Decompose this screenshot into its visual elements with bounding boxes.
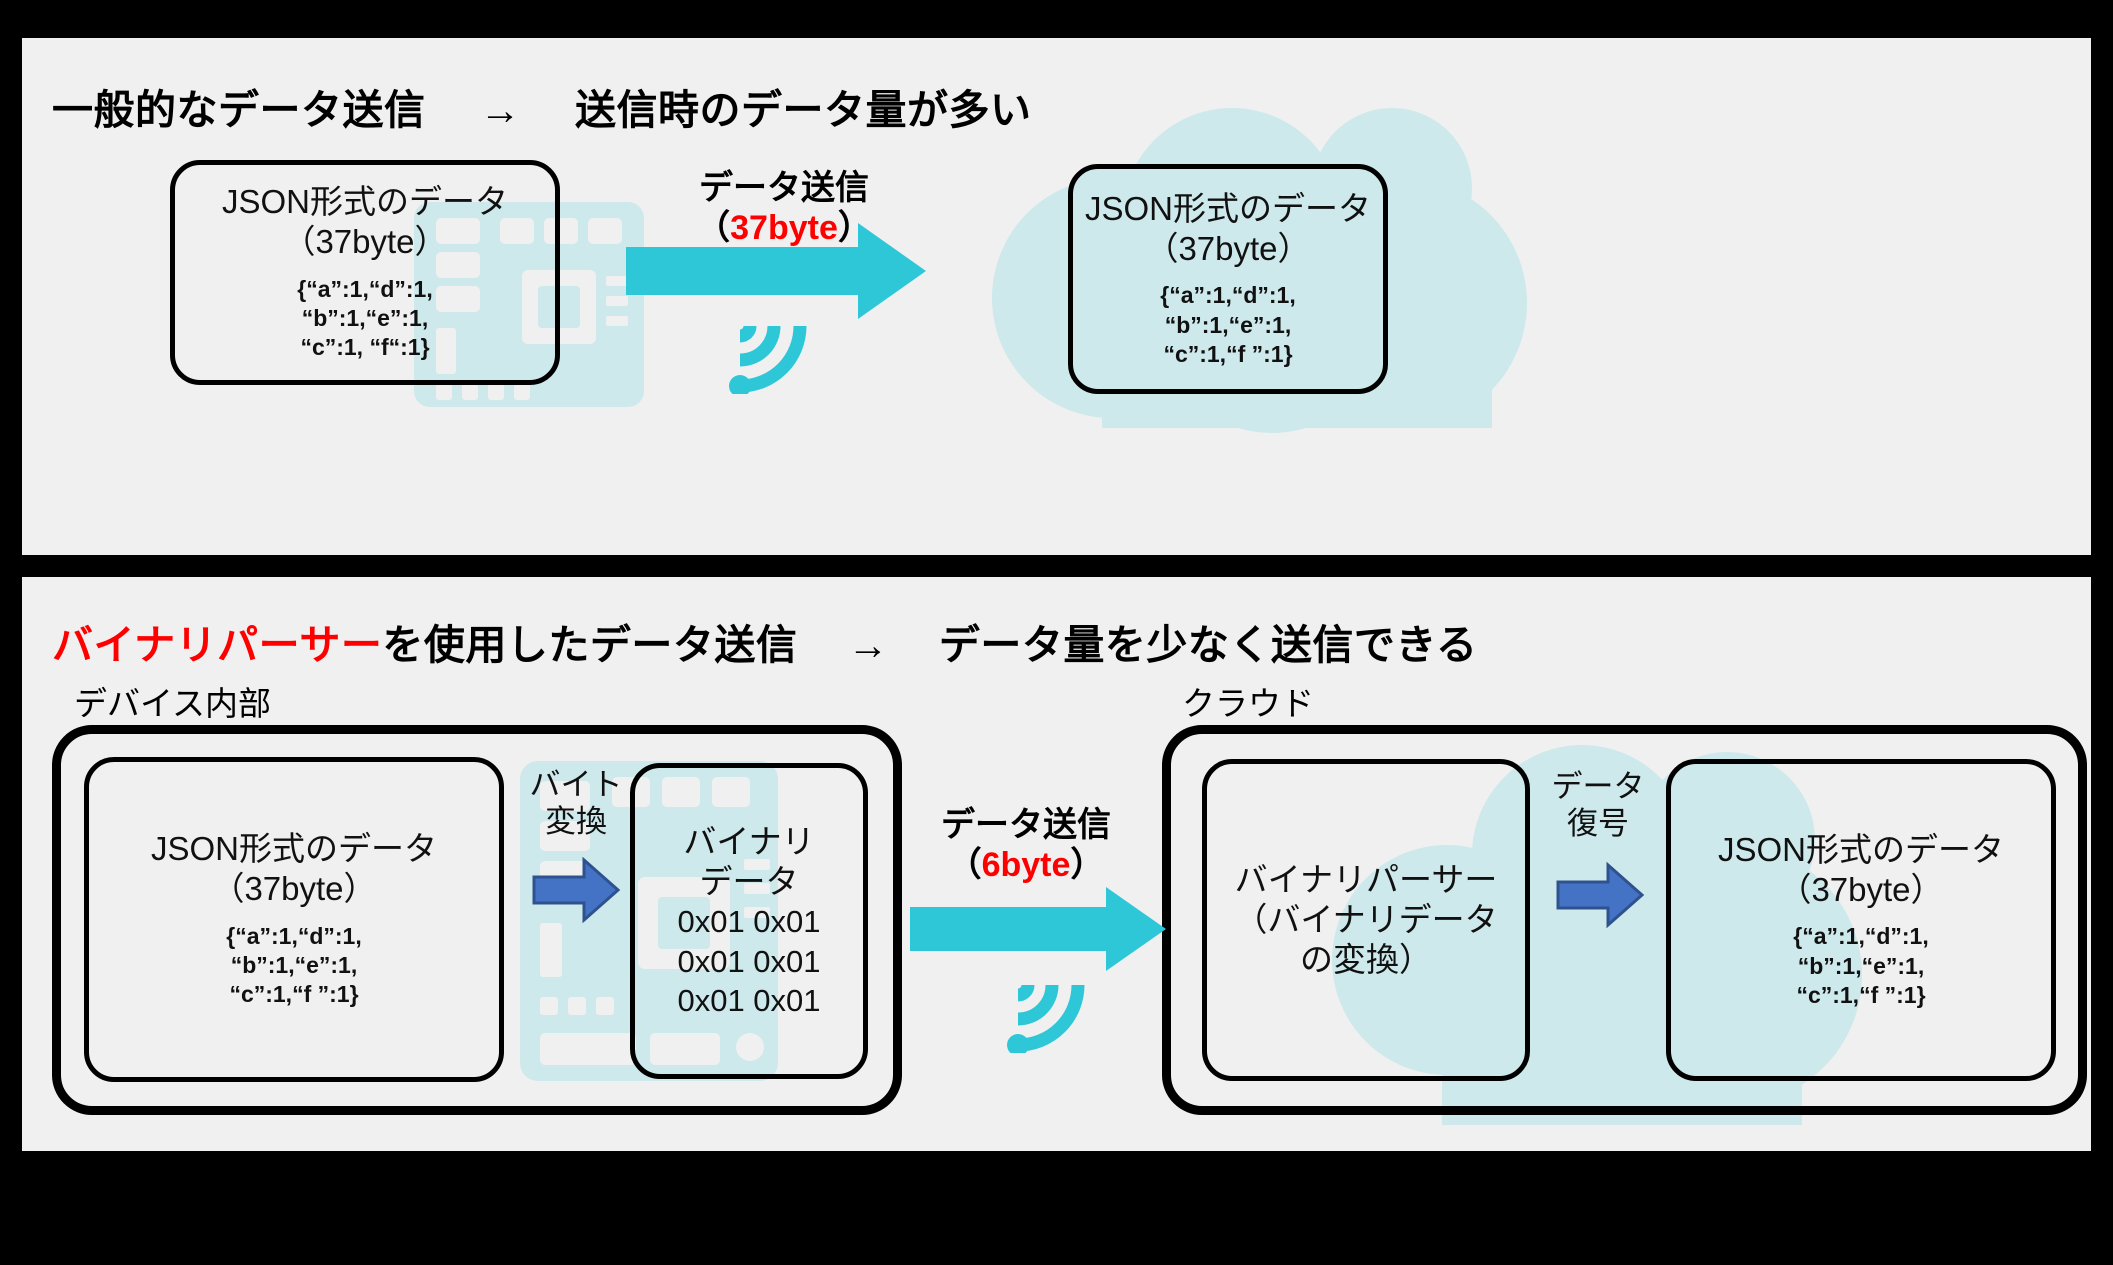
device-json-payload: {“a”:1,“d”:1, “b”:1,“e”:1, “c”:1,“f ”:1} (226, 922, 362, 1008)
device-group-label: デバイス内部 (74, 685, 272, 722)
top-title-part2: 送信時のデータ量が多い (575, 87, 1032, 133)
top-tx-label-value: 37byte (730, 209, 838, 248)
decode-blue-arrow-icon (1556, 862, 1644, 928)
source-json-payload: {“a”:1,“d”:1, “b”:1,“e”:1, “c”:1, “f“:1} (297, 275, 433, 361)
bottom-tx-label-value: 6byte (981, 846, 1071, 885)
binary-data-title: バイナリ データ (683, 822, 815, 900)
bottom-title-arrow: → (847, 622, 889, 668)
device-json-title: JSON形式のデータ （37byte） (150, 830, 437, 908)
bottom-wifi-signal-icon (1007, 984, 1085, 1053)
top-transmission-label: データ送信（37byte） (634, 168, 934, 248)
destination-json-payload: {“a”:1,“d”:1, “b”:1,“e”:1, “c”:1,“f ”:1} (1160, 282, 1296, 367)
source-json-title: JSON形式のデータ （37byte） (221, 183, 508, 261)
bottom-title-part1: バイナリパーサー (52, 622, 383, 668)
bottom-title-part2: を使用したデータ送信 (382, 622, 798, 668)
destination-json-title: JSON形式のデータ （37byte） (1084, 189, 1371, 267)
top-title-part1: 一般的なデータ送信 (52, 87, 426, 133)
binary-data-values: 0x01 0x01 0x01 0x01 0x01 0x01 (677, 904, 821, 1018)
top-section-title: 一般的なデータ送信 → 送信時のデータ量が多い (52, 76, 1032, 136)
destination-json-card: JSON形式のデータ （37byte） {“a”:1,“d”:1, “b”:1,… (1068, 164, 1388, 394)
bottom-title-part3: データ量を少なく送信できる (938, 622, 1478, 668)
top-title-arrow: → (479, 87, 521, 133)
device-container (52, 725, 902, 1115)
byte-convert-blue-arrow-icon (532, 857, 620, 923)
top-tx-label-prefix: データ送信（ (696, 169, 869, 248)
bottom-section-panel: バイナリパーサーを使用したデータ送信→データ量を少なく送信できる デバイス内部 … (22, 577, 2091, 1151)
bottom-section-title: バイナリパーサーを使用したデータ送信 → データ量を少なく送信できる (52, 611, 1478, 671)
binary-parser-title: バイナリパーサー （バイナリデータ の変換） (1234, 860, 1498, 979)
binary-data-card: バイナリ データ 0x01 0x01 0x01 0x01 0x01 0x01 (630, 763, 868, 1079)
cloud-json-title: JSON形式のデータ （37byte） (1717, 830, 2004, 908)
top-transmission-arrow-icon (626, 223, 926, 319)
cloud-json-payload: {“a”:1,“d”:1, “b”:1,“e”:1, “c”:1,“f ”:1} (1793, 923, 1929, 1008)
decode-label: データ 復号 (1551, 769, 1645, 841)
top-section-panel: 一般的なデータ送信→送信時のデータ量が多い JSON形式のデータ （37byte (22, 38, 2091, 555)
top-wifi-signal-icon (729, 325, 807, 394)
cloud-json-card: JSON形式のデータ （37byte） {“a”:1,“d”:1, “b”:1,… (1666, 759, 2056, 1081)
bottom-tx-label-line1: データ送信 (941, 806, 1111, 844)
cloud-group-label: クラウド (1182, 685, 1314, 722)
source-json-card: JSON形式のデータ （37byte） {“a”:1,“d”:1, “b”:1,… (170, 160, 560, 385)
bottom-tx-label-suffix: ） (1070, 846, 1105, 885)
bottom-tx-label-prefix: （ (947, 846, 982, 885)
binary-parser-card: バイナリパーサー （バイナリデータ の変換） (1202, 759, 1530, 1081)
bottom-transmission-label: データ送信（6byte） (916, 805, 1136, 885)
bottom-transmission-arrow-icon (910, 887, 1166, 971)
byte-convert-label: バイト 変換 (529, 767, 623, 839)
device-json-card: JSON形式のデータ （37byte） {“a”:1,“d”:1, “b”:1,… (84, 757, 504, 1082)
